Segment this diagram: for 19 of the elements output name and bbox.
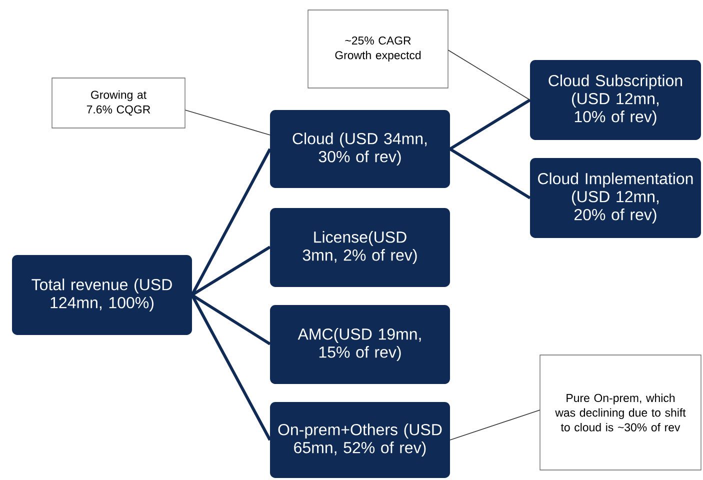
callout-box: Growing at 7.6% CQGR	[52, 78, 186, 128]
connector-line	[191, 246, 271, 296]
leader-line	[184, 110, 270, 136]
process-box: Cloud Implementation (USD 12mn, 20% of rev)	[530, 158, 701, 238]
process-box: On-prem+Others (USD 65mn, 52% of rev)	[270, 402, 450, 478]
connector-line	[190, 294, 272, 441]
process-box: AMC(USD 19mn, 15% of rev)	[270, 305, 450, 384]
process-box: Cloud Subscription (USD 12mn, 10% of rev)	[530, 60, 701, 140]
connector-line	[449, 98, 531, 150]
process-box: Total revenue (USD 124mn, 100%)	[12, 255, 192, 335]
process-box: Cloud (USD 34mn, 30% of rev)	[270, 110, 450, 188]
leader-line	[450, 410, 540, 440]
process-box: License(USD 3mn, 2% of rev)	[270, 208, 450, 287]
connector-line	[190, 148, 272, 296]
connector-line	[191, 294, 271, 346]
callout-box: Pure On-prem, which was declining due to shift to cloud is ~30% of rev	[540, 354, 702, 470]
callout-box: ~25% CAGR Growth expectcd	[308, 10, 448, 88]
leader-line	[448, 50, 530, 100]
connector-line	[449, 148, 531, 200]
